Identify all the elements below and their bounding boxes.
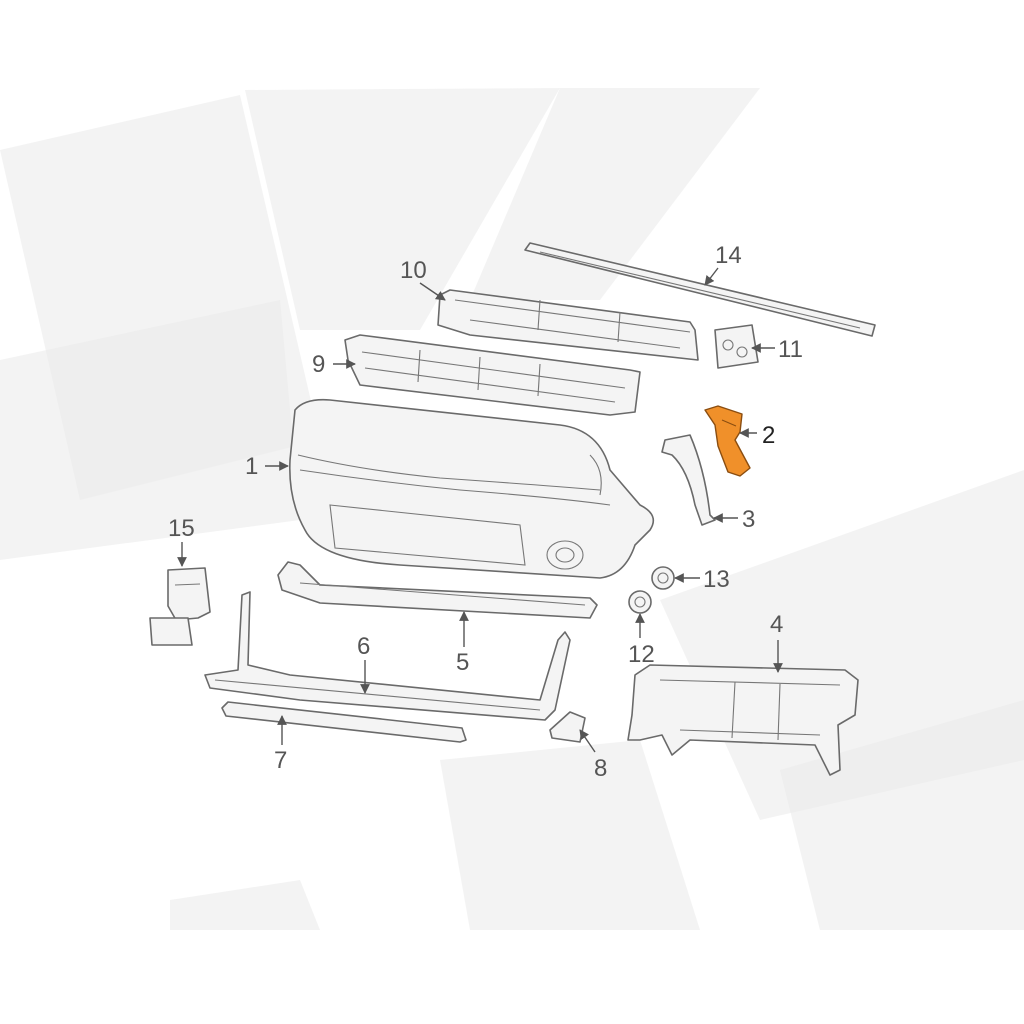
part-11[interactable] bbox=[714, 324, 759, 369]
callout-5: 5 bbox=[456, 649, 469, 676]
callout-6: 6 bbox=[357, 633, 370, 660]
callout-7: 7 bbox=[274, 747, 287, 774]
part-10[interactable] bbox=[437, 289, 699, 361]
callout-12: 12 bbox=[628, 641, 655, 668]
part-6[interactable] bbox=[204, 591, 571, 721]
callout-labels: 1 2 3 4 5 6 7 8 9 10 11 12 13 14 15 bbox=[168, 242, 803, 782]
part-12[interactable] bbox=[628, 590, 652, 614]
callout-14: 14 bbox=[715, 242, 742, 269]
callout-8: 8 bbox=[594, 755, 607, 782]
watermark bbox=[0, 88, 1024, 930]
callout-10: 10 bbox=[400, 257, 427, 284]
part-9[interactable] bbox=[344, 334, 641, 416]
callout-9: 9 bbox=[312, 351, 325, 378]
callout-11: 11 bbox=[778, 336, 803, 363]
part-4[interactable] bbox=[627, 664, 859, 776]
part-3[interactable] bbox=[661, 434, 716, 526]
callout-4: 4 bbox=[770, 611, 783, 638]
part-5[interactable] bbox=[277, 561, 598, 619]
callout-2: 2 bbox=[762, 422, 775, 449]
callout-15: 15 bbox=[168, 515, 195, 542]
part-7[interactable] bbox=[221, 701, 467, 743]
part-14[interactable] bbox=[524, 242, 876, 337]
leader-lines bbox=[177, 267, 783, 753]
part-8[interactable] bbox=[549, 711, 586, 743]
part-15[interactable] bbox=[149, 567, 211, 646]
callout-1: 1 bbox=[245, 453, 258, 480]
part-1[interactable] bbox=[288, 398, 655, 579]
callout-3: 3 bbox=[742, 506, 755, 533]
callout-13: 13 bbox=[703, 566, 730, 593]
part-13[interactable] bbox=[651, 566, 675, 590]
part-2[interactable] bbox=[704, 405, 751, 477]
